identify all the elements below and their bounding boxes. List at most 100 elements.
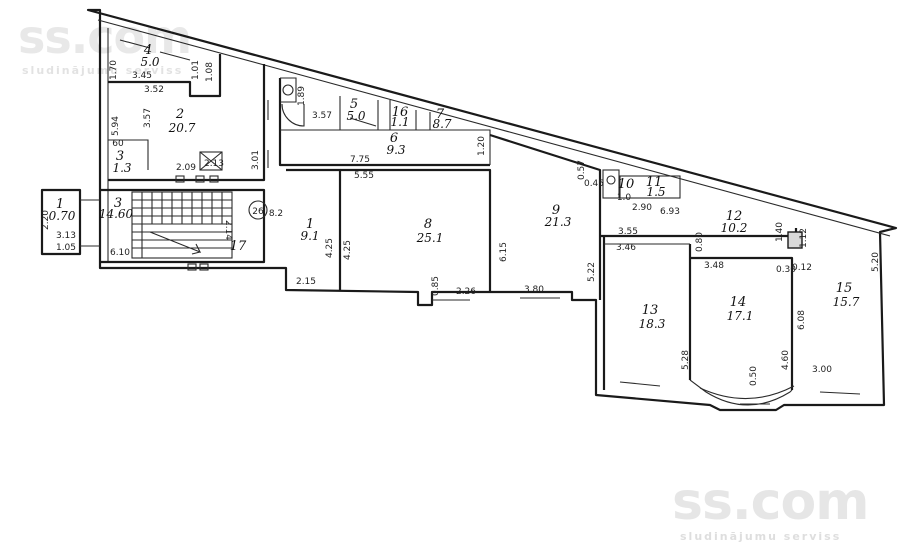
dim-1-12: 1.12	[799, 228, 809, 248]
wall-room-8	[340, 168, 492, 292]
dim-5-28: 5.28	[681, 350, 691, 370]
room-15-area: 15.7	[833, 295, 860, 309]
watermark-brand-bottom: ss.com	[672, 472, 869, 532]
dim-4-60: 4.60	[781, 350, 791, 370]
dim-1-89: 1.89	[297, 86, 307, 106]
dim-1-05: 1.05	[56, 243, 76, 253]
dim-5-20: 5.20	[871, 252, 881, 272]
watermark-tagline-bottom: sludinājumu serviss	[680, 530, 842, 543]
stair-width: 6.10	[110, 248, 130, 258]
room-2-number: 2	[175, 107, 184, 122]
room-2-area: 20.7	[168, 121, 196, 135]
room-7-area: 8.7	[432, 117, 451, 131]
dim-0-85: 0.85	[431, 276, 441, 296]
bay-window-inner	[699, 385, 795, 400]
room-4-number: 4	[143, 43, 152, 58]
room-1a-link	[80, 199, 100, 247]
dim-4-25b: 4.25	[343, 240, 353, 260]
room-11-box	[619, 175, 681, 199]
room-1a-box	[40, 188, 82, 256]
room-8-area: 25.1	[416, 231, 444, 245]
room-5-number: 5	[350, 97, 358, 112]
room-6-number: 6	[390, 131, 398, 146]
dim-5-94: 5.94	[111, 116, 121, 136]
sink-fixture	[199, 151, 223, 171]
dim-5-55: 5.55	[354, 171, 374, 181]
dim-7-75: 7.75	[350, 155, 370, 165]
dim-1-40: 1.40	[775, 222, 785, 242]
dim-3-45: 3.45	[132, 71, 152, 81]
stair-side-area: 8.2	[269, 209, 283, 219]
room-9-area: 21.3	[544, 215, 572, 229]
toilet-fixture	[282, 84, 294, 96]
vent-1	[175, 175, 185, 183]
dim-3-13: 3.13	[56, 231, 76, 241]
watermark-brand-top: ss.com	[18, 10, 192, 64]
dim-0-45: 0.45	[584, 179, 604, 189]
wall-room-6	[280, 129, 491, 165]
dim-2-20: 2.20	[41, 210, 51, 230]
column	[787, 231, 803, 249]
dim-3-55: 3.55	[618, 227, 638, 237]
dim-3-52: 3.52	[144, 85, 164, 95]
room-1-area: 9.1	[300, 229, 319, 243]
room-8-number: 8	[424, 217, 432, 232]
room-3b-number: 3	[114, 196, 122, 211]
dim-1-08: 1.08	[205, 62, 215, 82]
stair-dim: 2.14	[223, 220, 233, 240]
room-12-area: 10.2	[721, 221, 748, 235]
dim-2-90: 2.90	[632, 203, 652, 213]
stair-circle-number: 26	[252, 207, 264, 217]
dim-3-00: 3.00	[812, 365, 832, 375]
room-3a-number: 3	[116, 149, 124, 164]
vent-2	[195, 175, 205, 183]
room-14-area: 17.1	[727, 309, 754, 323]
dim-6-15: 6.15	[499, 242, 509, 262]
room-13-area: 18.3	[639, 317, 666, 331]
windows	[119, 39, 861, 405]
stair-arrow	[149, 231, 202, 255]
dim-60: 60	[112, 139, 124, 149]
room-15-number: 15	[836, 281, 853, 296]
dim-0-57: 0.57	[577, 160, 587, 180]
room-1-number: 1	[306, 217, 314, 232]
wall-corridor	[278, 78, 490, 167]
room-1a-number: 1	[56, 197, 64, 212]
dim-0-50: 0.50	[749, 366, 759, 386]
room-3b-area: 14.60	[99, 207, 134, 221]
stair-steps	[132, 192, 232, 258]
dim-5-22: 5.22	[587, 262, 597, 282]
vent-5	[199, 263, 209, 271]
dim-2-09: 2.09	[176, 163, 196, 173]
outer-wall	[86, 8, 898, 412]
room-11-area: 1.5	[646, 185, 665, 199]
vent-4	[187, 263, 197, 271]
sink-cross	[199, 151, 223, 171]
dim-4-25a: 4.25	[325, 238, 335, 258]
dim-1-20: 1.20	[477, 136, 487, 156]
dim-0-12: 0.12	[792, 263, 812, 273]
room-12-number: 12	[726, 209, 743, 224]
room-6-area: 9.3	[386, 143, 405, 157]
room-16-number: 16	[392, 105, 409, 120]
room-9-number: 9	[552, 203, 560, 218]
sink-10	[606, 175, 616, 185]
watermark-tagline-top: sludinājumu serviss	[22, 64, 184, 77]
dim-2-13: 2.13	[204, 159, 224, 169]
wall-rooms-5-7-16	[339, 96, 431, 130]
wall-room-4	[108, 54, 222, 98]
dim-1-0: 1.0	[617, 193, 632, 203]
room-10-box	[602, 169, 620, 199]
room-16-area: 1.1	[390, 115, 409, 129]
dim-6-08: 6.08	[797, 310, 807, 330]
toilet-box	[280, 77, 297, 103]
dim-6-93: 6.93	[660, 207, 680, 217]
room-4-area: 5.0	[140, 55, 159, 69]
dim-3-01: 3.01	[251, 150, 261, 170]
bay-window	[689, 379, 793, 406]
dim-0-30: 0.30	[776, 265, 796, 275]
stair-landing-number: 17	[230, 239, 247, 254]
dim-2-26: 2.26	[456, 287, 476, 297]
wall-room-2	[108, 64, 266, 182]
